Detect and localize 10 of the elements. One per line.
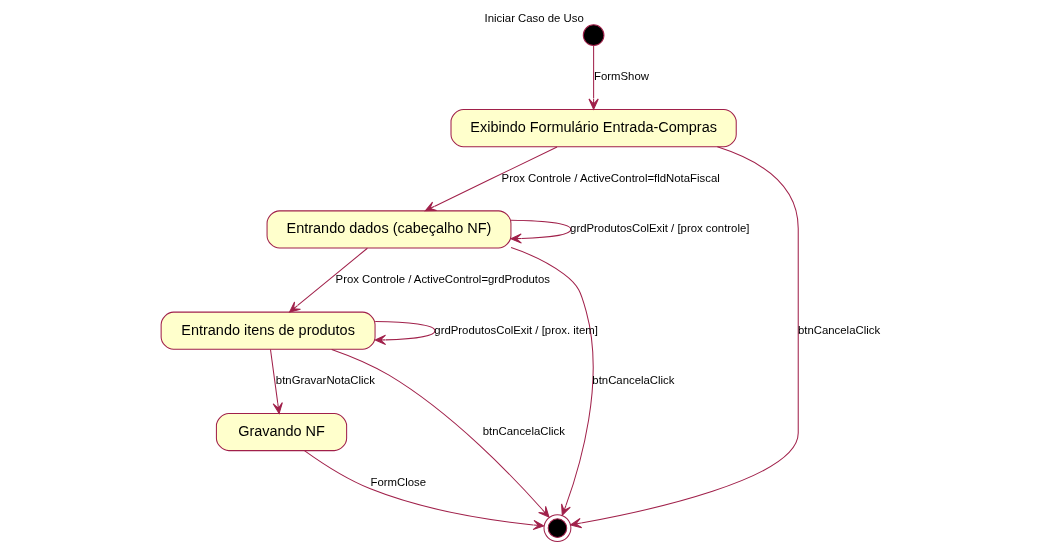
edge-label: btnCancelaClick [591,374,674,387]
edge-label: FormShow [593,70,649,83]
edge-label: FormClose [370,475,426,488]
edge-label: Prox Controle / ActiveControl=fldNotaFiscal [501,171,720,184]
edge-label: grdProdutosColExit / [prox controle] [569,222,749,235]
edge-label: grdProdutosColExit / [prox. item] [433,323,598,336]
edge-label: Prox Controle / ActiveControl=grdProdutos [335,272,550,285]
edge-label: btnCancelaClick [482,424,565,437]
node-label: Iniciar Caso de Uso [484,11,584,24]
edge-label: btnGravarNotaClick [275,374,375,387]
